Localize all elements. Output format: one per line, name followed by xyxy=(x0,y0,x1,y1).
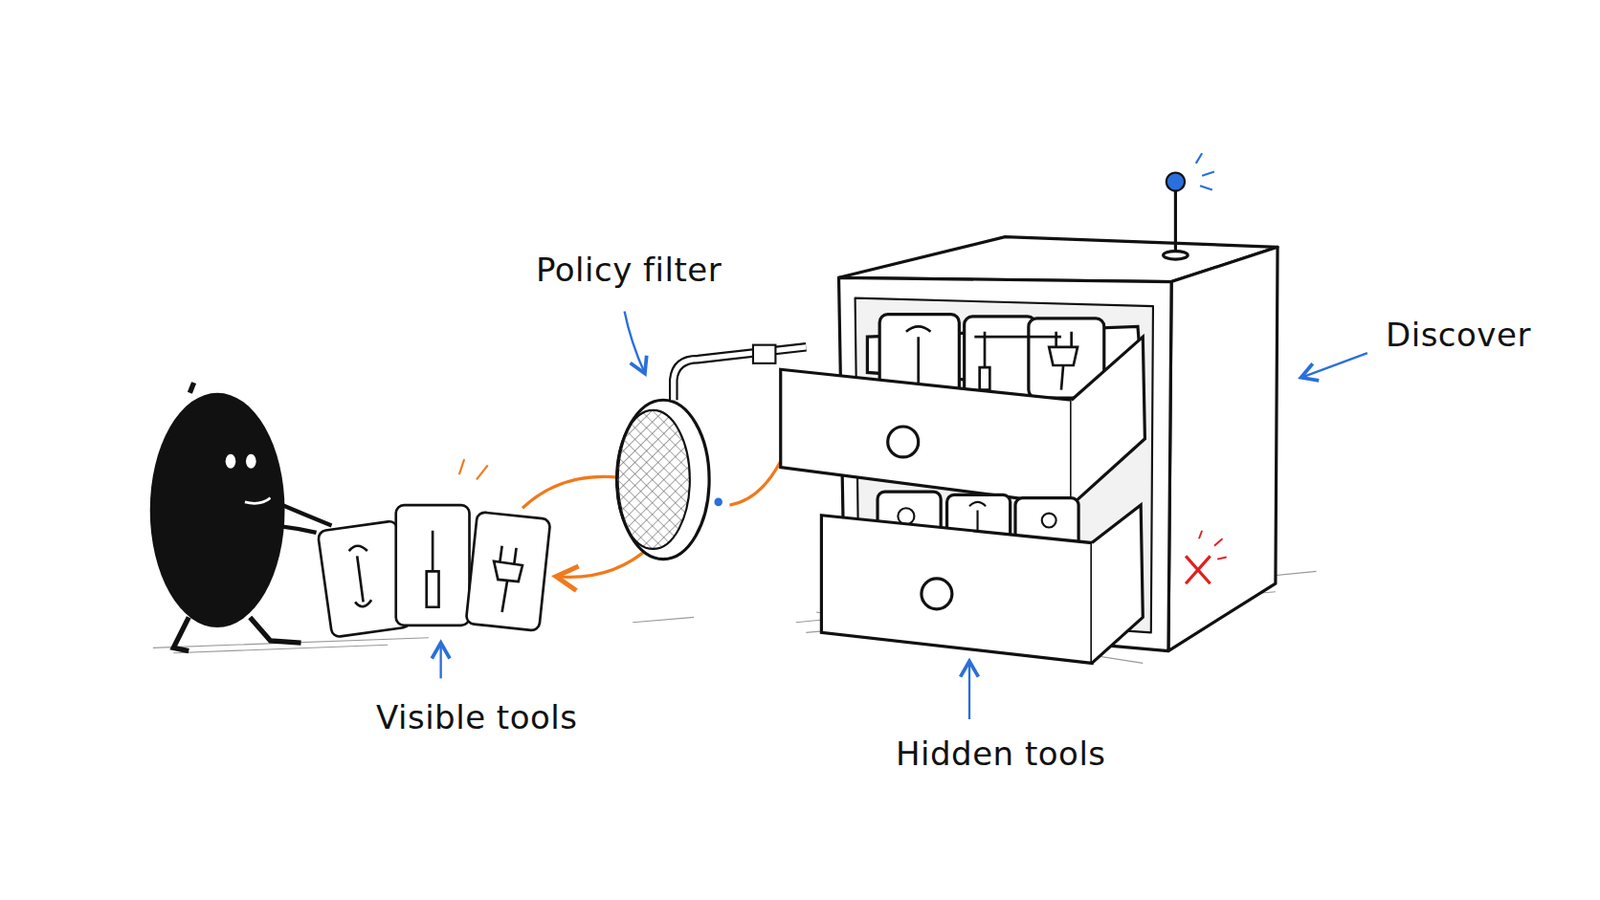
error-mark xyxy=(1185,555,1211,584)
callout-label: Visible tools xyxy=(376,698,578,737)
top-drawer xyxy=(780,314,1146,506)
visible-tool-cards xyxy=(317,505,552,639)
callout-label: Hidden tools xyxy=(895,734,1107,774)
bottom-drawer xyxy=(821,491,1143,664)
antenna-light xyxy=(1166,172,1185,191)
agent-character xyxy=(150,382,333,651)
callout-label: Discover xyxy=(1385,315,1532,355)
sparkle xyxy=(459,459,489,480)
policy-filter-sieve xyxy=(616,345,806,560)
leader-arrows xyxy=(441,311,1368,720)
signal-marks xyxy=(1196,153,1215,190)
callout-label: Policy filter xyxy=(535,250,722,289)
error-sparks xyxy=(1199,531,1227,560)
